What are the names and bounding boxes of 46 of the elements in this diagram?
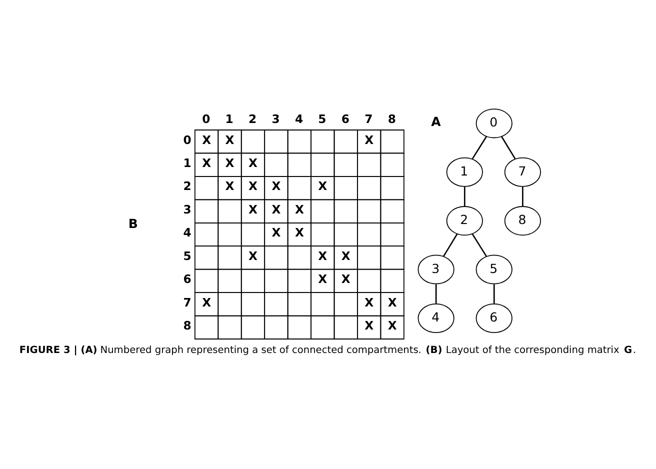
label: X	[364, 295, 374, 310]
label: X	[248, 202, 258, 216]
label: X	[318, 272, 328, 286]
label: X	[202, 156, 212, 170]
label: 1	[225, 112, 234, 126]
label: X	[388, 295, 397, 310]
label: X	[318, 248, 328, 263]
label: 0	[183, 132, 192, 147]
caption: FIGURE 3 | (A) Numbered graph representing a set of connected compartments. (B) Layout of the corresponding matrix G.	[19, 345, 636, 356]
label: X	[272, 202, 281, 216]
label: X	[294, 226, 304, 240]
label: 7	[183, 295, 192, 310]
label: 2	[183, 179, 192, 194]
label: X	[272, 179, 281, 194]
label: X	[248, 248, 258, 263]
label: X	[272, 226, 281, 240]
label: X	[341, 248, 350, 263]
label: 5	[318, 112, 326, 126]
label: 3	[183, 202, 192, 216]
label: X	[294, 202, 304, 216]
label: 1	[183, 156, 192, 170]
label: X	[248, 179, 258, 194]
label: X	[364, 318, 374, 333]
label: B	[128, 216, 138, 231]
label: X	[225, 132, 234, 147]
label: 0	[202, 112, 210, 126]
label: X	[202, 295, 212, 310]
label: X	[388, 318, 397, 333]
label: A	[431, 114, 441, 129]
label: 4	[183, 226, 192, 240]
label: 2	[248, 112, 257, 126]
label: 8	[183, 318, 192, 333]
label: 6	[341, 112, 350, 126]
label: X	[248, 156, 258, 170]
label: 5	[183, 248, 192, 263]
label: X	[225, 156, 234, 170]
label: 4	[294, 112, 304, 126]
label: X	[364, 132, 374, 147]
label: X	[225, 179, 234, 194]
label: 6	[183, 272, 192, 286]
label: X	[341, 272, 350, 286]
label: X	[318, 179, 328, 194]
label: 8	[388, 112, 396, 126]
label: 3	[272, 112, 280, 126]
label: X	[202, 132, 212, 147]
label: 7	[364, 112, 373, 126]
